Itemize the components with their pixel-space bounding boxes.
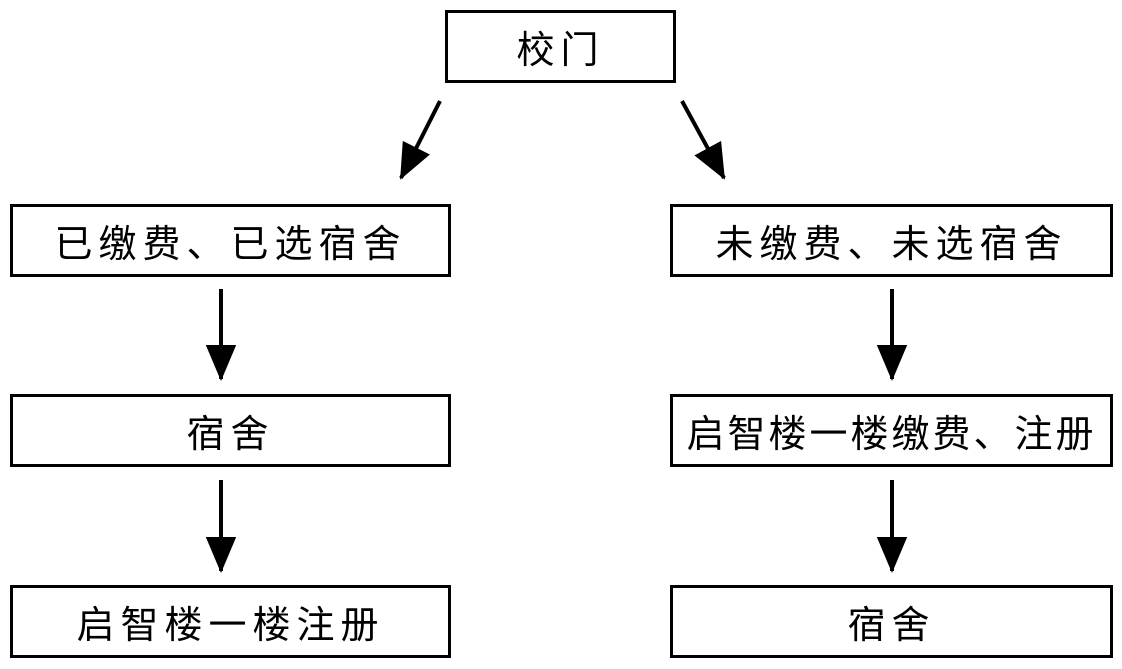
node-school-gate: 校门 <box>445 10 676 83</box>
arrow-gate-to-unpaid <box>680 100 726 180</box>
node-unpaid-dorm-not-selected: 未缴费、未选宿舍 <box>670 204 1113 277</box>
node-dorm-right: 宿舍 <box>670 585 1113 658</box>
node-unpaid-dorm-not-selected-label: 未缴费、未选宿舍 <box>715 222 1068 266</box>
node-paid-dorm-selected-label: 已缴费、已选宿舍 <box>54 222 407 266</box>
node-dorm-right-label: 宿舍 <box>847 603 936 647</box>
node-dorm-left: 宿舍 <box>10 394 451 467</box>
arrow-gate-to-paid <box>399 100 442 180</box>
node-paid-dorm-selected: 已缴费、已选宿舍 <box>10 204 451 277</box>
node-register: 启智楼一楼注册 <box>10 585 451 658</box>
node-dorm-left-label: 宿舍 <box>186 412 275 456</box>
node-school-gate-label: 校门 <box>516 28 605 72</box>
node-pay-and-register: 启智楼一楼缴费、注册 <box>670 394 1113 467</box>
node-register-label: 启智楼一楼注册 <box>76 603 385 647</box>
node-pay-and-register-label: 启智楼一楼缴费、注册 <box>686 412 1097 456</box>
